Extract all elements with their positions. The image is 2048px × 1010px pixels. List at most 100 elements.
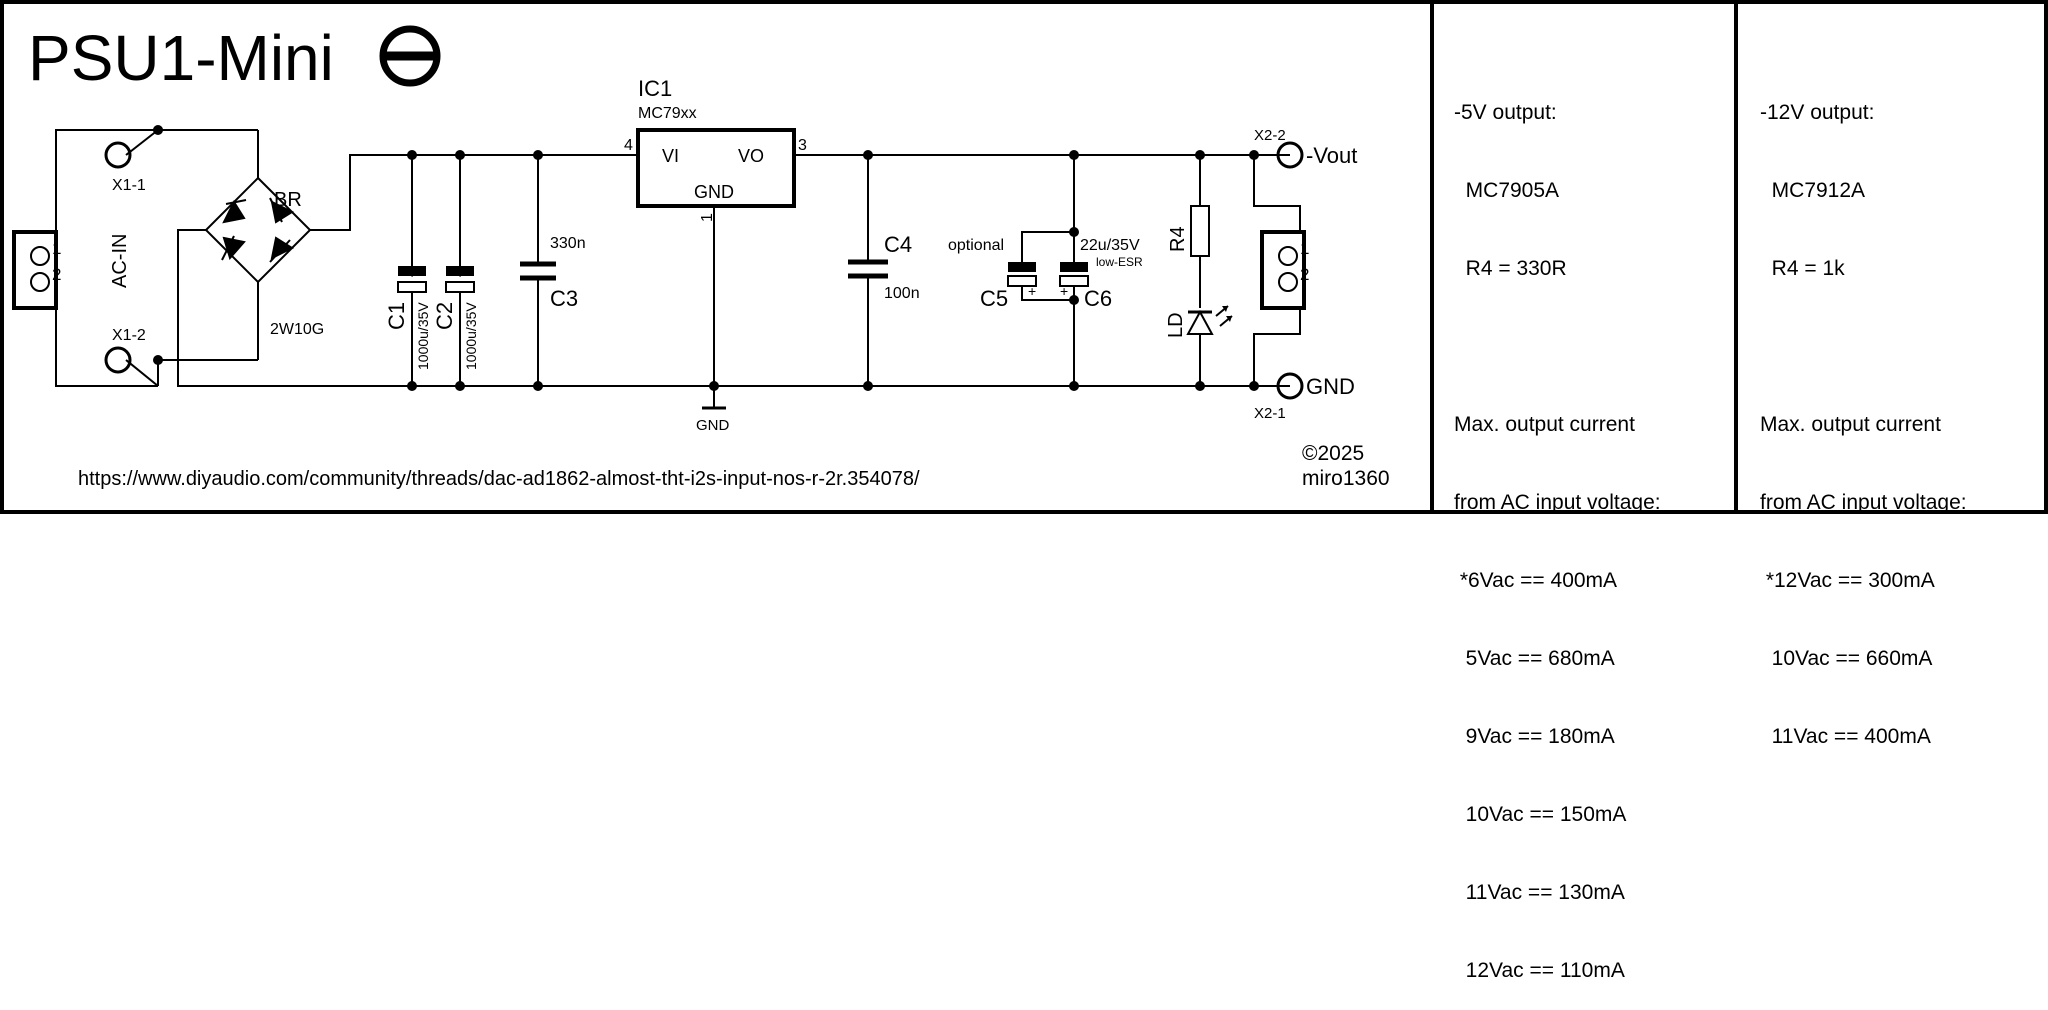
panel-5v-resistor: R4 = 330R	[1454, 257, 1567, 280]
terminal-x2-1	[1276, 372, 1304, 400]
capacitor-c5-c6	[1007, 155, 1089, 386]
capacitor-c1	[397, 155, 427, 386]
panel-12v-part: MC7912A	[1760, 179, 1866, 202]
regulator-ic1	[636, 128, 1200, 386]
panel-5v-current-title-2: from AC input voltage:	[1454, 491, 1661, 514]
c2-value: 1000u/35V	[463, 302, 479, 370]
bridge-value: 2W10G	[270, 321, 324, 338]
junction	[1069, 295, 1079, 305]
junction	[533, 150, 543, 160]
vout-label: -Vout	[1306, 143, 1357, 168]
capacitor-c4	[848, 155, 888, 386]
input-wiring	[55, 129, 159, 387]
ic1-pin-gnd: GND	[694, 182, 734, 202]
input-label: AC-IN	[109, 234, 131, 288]
ic1-pin-3: 3	[798, 137, 807, 154]
junction	[1069, 227, 1079, 237]
schematic-sheet: PSU1-Mini 1 2 AC-IN X1-1 X1-2 BR 2W10	[0, 0, 2048, 982]
panel-5v-row: 12Vac == 110mA	[1454, 959, 1625, 982]
panel-12v-row: 11Vac == 400mA	[1760, 725, 1931, 748]
capacitor-c3	[520, 155, 556, 386]
c6-ref: C6	[1084, 286, 1112, 311]
c1-plus: +	[408, 265, 416, 281]
panel-5v-row: 10Vac == 150mA	[1454, 803, 1627, 826]
c5-note: optional	[948, 237, 1004, 254]
c6-value: 22u/35V	[1080, 237, 1140, 254]
terminal-x1-2-label: X1-2	[112, 327, 146, 344]
copyright: ©2025	[1302, 442, 1364, 465]
junction	[1249, 150, 1259, 160]
junction	[407, 150, 417, 160]
terminal-x1-2	[104, 346, 132, 374]
junction	[1069, 150, 1079, 160]
ground-symbol	[702, 386, 726, 410]
capacitor-c2	[445, 155, 475, 386]
junction	[407, 381, 417, 391]
c2-ref: C2	[432, 302, 457, 330]
sheet-frame	[0, 0, 2048, 514]
input-pin-2: 2	[52, 265, 61, 284]
ic1-ref: IC1	[638, 76, 672, 101]
spacer	[1454, 334, 1661, 360]
output-pin-1: 1	[1300, 239, 1309, 258]
panel-12v-current-title-1: Max. output current	[1760, 413, 1941, 436]
output-gnd-label: GND	[1306, 374, 1355, 399]
c3-ref: C3	[550, 286, 578, 311]
c2-plus: +	[456, 265, 464, 281]
input-connector: 1 2	[12, 230, 61, 310]
led-ld	[1186, 305, 1233, 386]
panel-12v-current-title-2: from AC input voltage:	[1760, 491, 1967, 514]
panel-12v-row: *12Vac == 300mA	[1760, 569, 1935, 592]
input-pin-1: 1	[52, 239, 61, 258]
ic1-pin-1: 1	[699, 213, 716, 222]
r4-ref: R4	[1167, 226, 1189, 252]
junction	[1195, 381, 1205, 391]
page-title: PSU1-Mini	[28, 22, 334, 94]
terminal-x2-2-label: X2-2	[1254, 127, 1286, 144]
source-url: https://www.diyaudio.com/community/threa…	[78, 468, 920, 490]
junction	[455, 381, 465, 391]
c4-value: 100n	[884, 285, 920, 302]
c1-ref: C1	[384, 302, 409, 330]
spacer	[1760, 334, 1967, 360]
c6-plus: +	[1060, 283, 1068, 299]
bridge-ref: BR	[274, 189, 302, 211]
junction	[863, 150, 873, 160]
panel-5v-current-title-1: Max. output current	[1454, 413, 1635, 436]
terminal-x2-2	[1276, 141, 1304, 169]
c6-note: low-ESR	[1096, 255, 1143, 269]
terminal-x1-1-label: X1-1	[112, 177, 146, 194]
ground-label: GND	[696, 417, 730, 434]
panel-12v-resistor: R4 = 1k	[1760, 257, 1845, 280]
panel-5v-row: 9Vac == 180mA	[1454, 725, 1615, 748]
author: miro1360	[1302, 467, 1390, 490]
junction	[863, 381, 873, 391]
c1-value: 1000u/35V	[415, 302, 431, 370]
minus-circle-icon	[379, 25, 441, 87]
junction	[1069, 381, 1079, 391]
junction	[1249, 381, 1259, 391]
junction	[533, 381, 543, 391]
ic1-part: MC79xx	[638, 105, 697, 122]
panel-5v-part: MC7905A	[1454, 179, 1560, 202]
panel-5v-row: 11Vac == 130mA	[1454, 881, 1625, 904]
c3-value: 330n	[550, 235, 586, 252]
ic1-pin-vi: VI	[662, 146, 679, 166]
led-ref: LD	[1165, 312, 1187, 338]
panel-5v-heading: -5V output:	[1454, 101, 1557, 124]
c5-ref: C5	[980, 286, 1008, 311]
output-connector: 1 2	[1260, 230, 1309, 310]
panel-5v-row: 5Vac == 680mA	[1454, 647, 1615, 670]
c5-plus: +	[1028, 283, 1036, 299]
junction	[455, 150, 465, 160]
panel-5v-output: -5V output: MC7905A R4 = 330R Max. outpu…	[1454, 48, 1661, 1010]
output-pin-2: 2	[1300, 265, 1309, 284]
ic1-pin-4: 4	[624, 137, 633, 154]
panel-12v-row: 10Vac == 660mA	[1760, 647, 1933, 670]
panel-12v-heading: -12V output:	[1760, 101, 1875, 124]
output-wiring	[1200, 154, 1301, 386]
ic1-pin-vo: VO	[738, 146, 764, 166]
schematic-canvas: PSU1-Mini 1 2 AC-IN X1-1 X1-2 BR 2W10	[0, 0, 2048, 514]
terminal-x1-1	[104, 141, 132, 169]
bridge-rectifier	[157, 129, 412, 387]
